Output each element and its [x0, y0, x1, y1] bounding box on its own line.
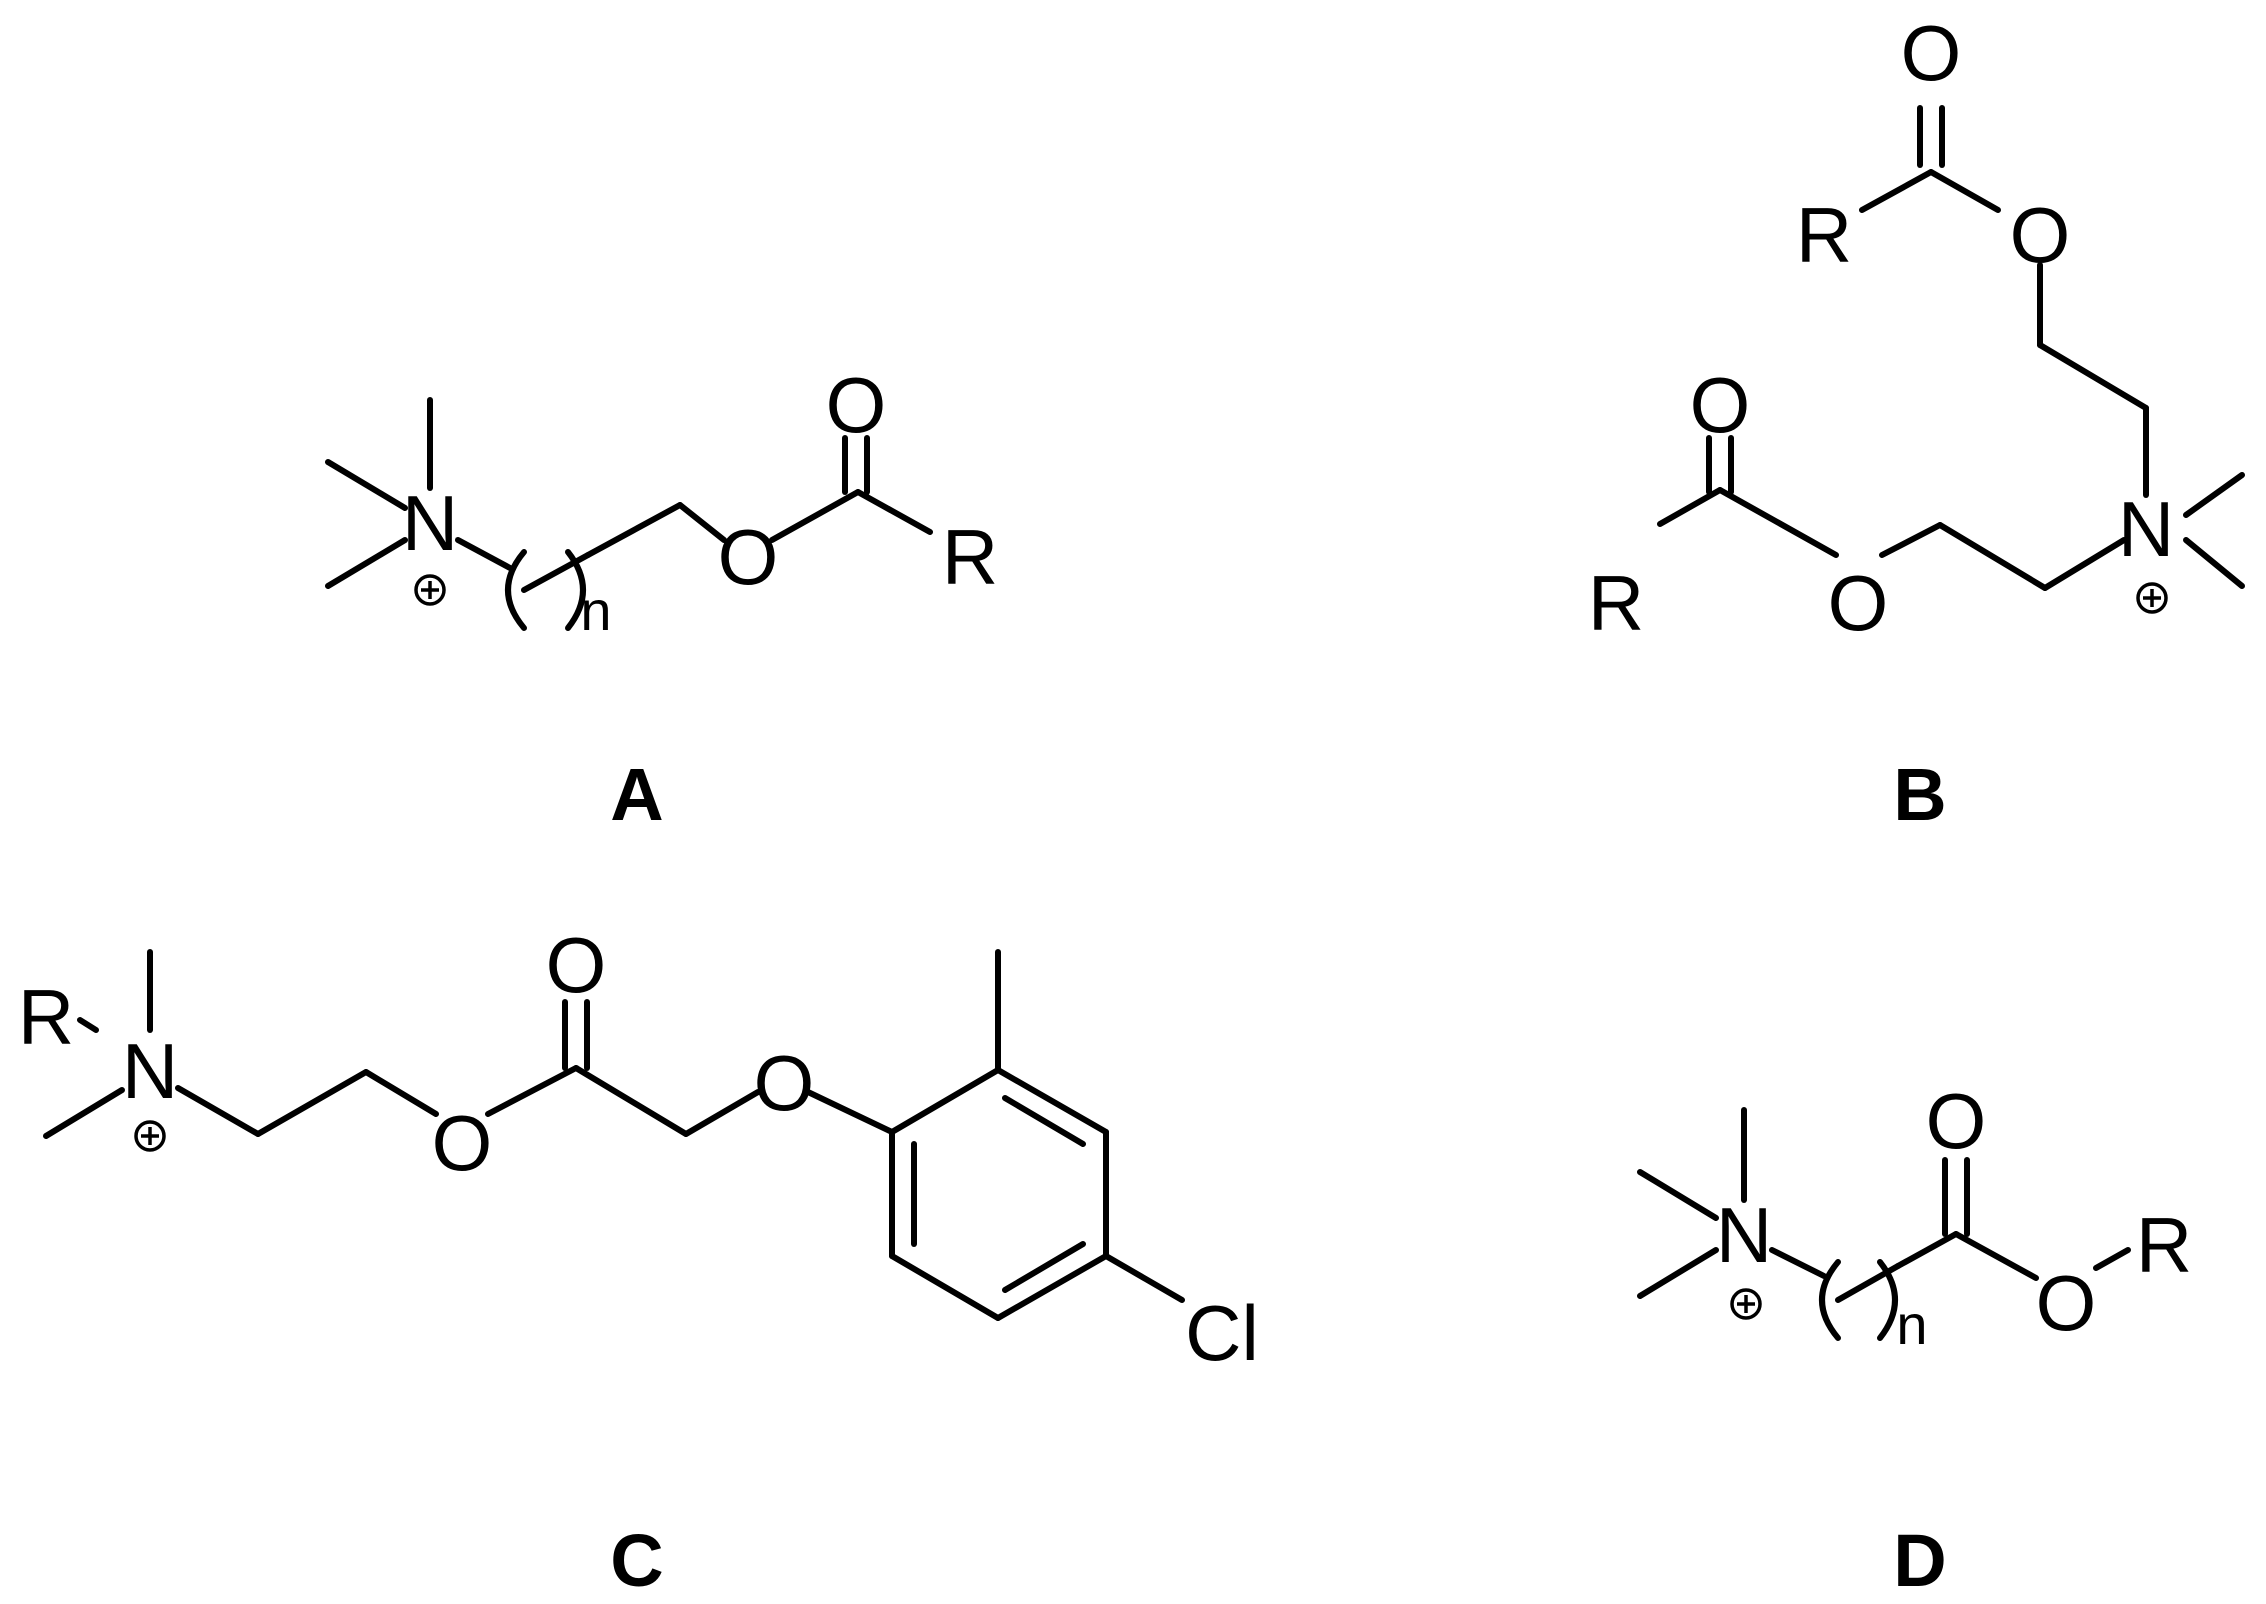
structure-b: O R O O R O N B	[1588, 9, 2245, 836]
structure-b-lower-r-group: R	[1588, 559, 1644, 647]
structure-c-chlorine: Cl	[1185, 1289, 1259, 1377]
structure-c-carbonyl-oxygen: O	[546, 921, 607, 1009]
structure-c: R N O O O Cl C	[18, 921, 1259, 1602]
structure-c-ether-oxygen: O	[754, 1039, 815, 1127]
structure-d-r-group: R	[2136, 1201, 2192, 1289]
structure-b-bonds	[1657, 105, 2245, 591]
structure-a-nitrogen: N	[402, 479, 458, 567]
structure-b-upper-carbonyl-oxygen: O	[1901, 9, 1962, 97]
structure-c-label: C	[610, 1519, 663, 1602]
structure-b-nitrogen: N	[2118, 485, 2174, 573]
structure-d-positive-charge-icon	[1730, 1288, 1762, 1320]
structure-d-nitrogen: N	[1716, 1191, 1772, 1279]
structure-a-r-group: R	[942, 513, 998, 601]
structure-c-bonds	[43, 949, 1185, 1321]
structure-d-bonds	[1637, 1107, 2131, 1341]
structure-c-ester-oxygen: O	[432, 1099, 493, 1187]
structure-d-ester-oxygen: O	[2036, 1259, 2097, 1347]
structure-b-lower-ester-oxygen: O	[1828, 559, 1889, 647]
structure-d-label: D	[1893, 1519, 1946, 1602]
structure-b-upper-r-group: R	[1796, 191, 1852, 279]
structure-b-lower-carbonyl-oxygen: O	[1690, 361, 1751, 449]
structure-c-positive-charge-icon	[134, 1120, 166, 1152]
structure-c-nitrogen: N	[122, 1027, 178, 1115]
structure-d-carbonyl-oxygen: O	[1926, 1077, 1987, 1165]
structure-a: N n O O R A	[325, 361, 998, 836]
structure-c-r-group: R	[18, 973, 74, 1061]
structure-a-bonds	[325, 397, 933, 631]
structure-b-upper-ester-oxygen: O	[2010, 191, 2071, 279]
structure-b-label: B	[1893, 753, 1946, 836]
structure-d-repeat-index: n	[1896, 1293, 1927, 1356]
structure-a-label: A	[610, 753, 663, 836]
structure-a-positive-charge-icon	[414, 574, 446, 606]
structure-a-repeat-index: n	[580, 579, 611, 642]
structure-a-ester-oxygen: O	[718, 513, 779, 601]
structure-a-carbonyl-oxygen: O	[826, 361, 887, 449]
structure-b-positive-charge-icon	[2136, 582, 2168, 614]
structure-d: N n O O R D	[1637, 1077, 2192, 1602]
